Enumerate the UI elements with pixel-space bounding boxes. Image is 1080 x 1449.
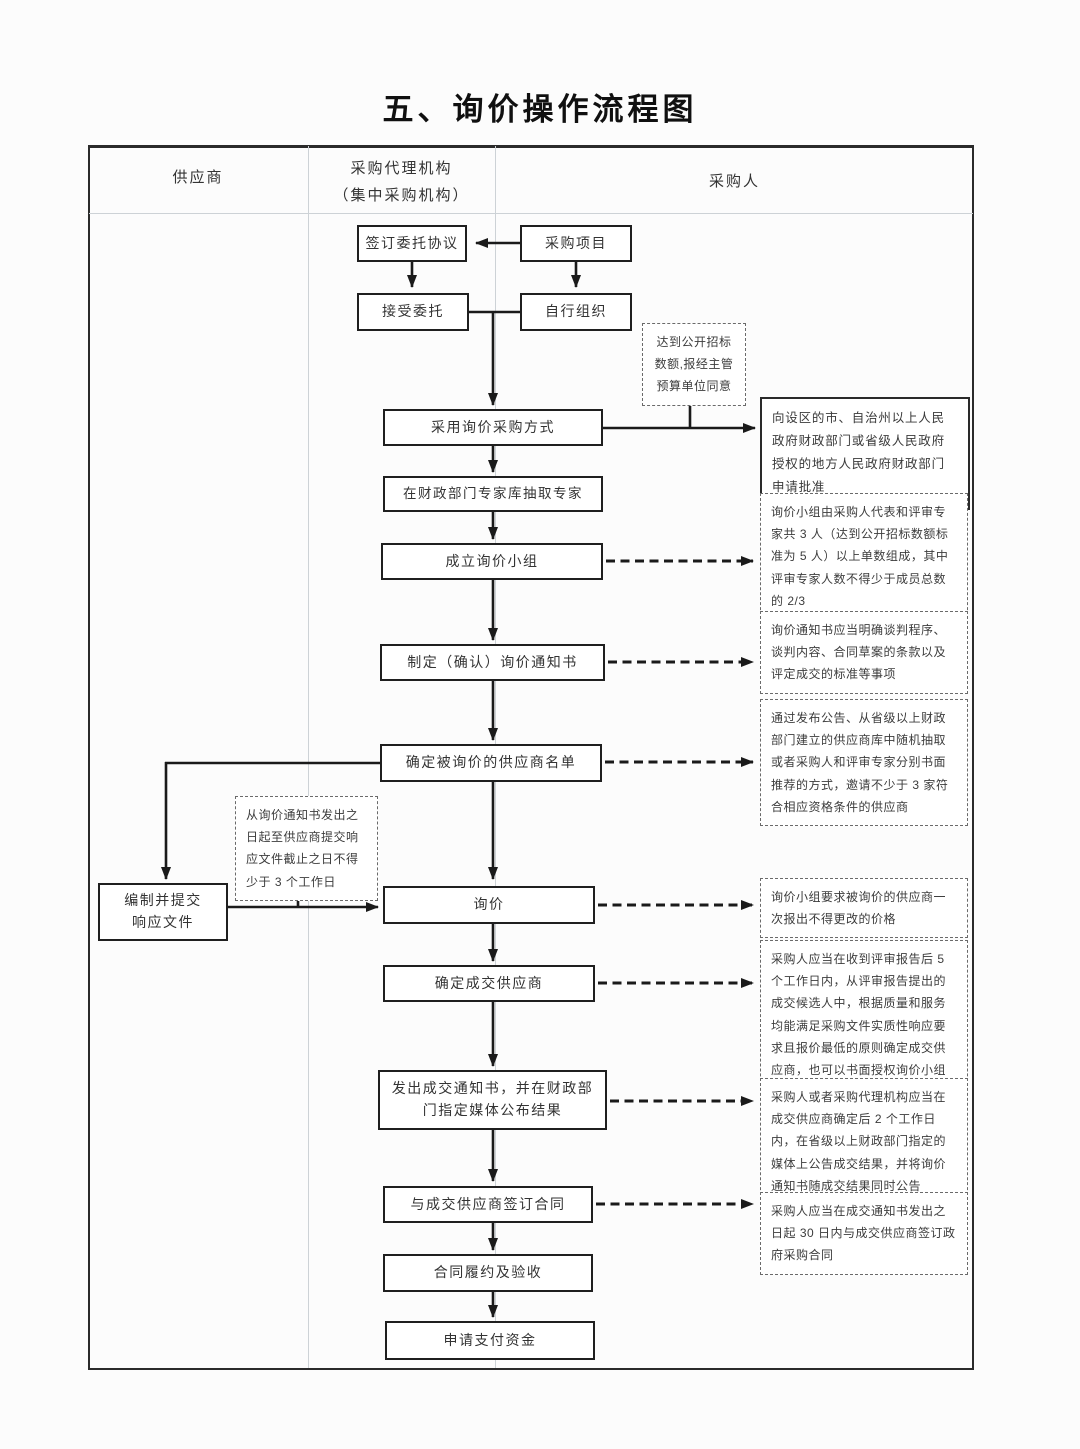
swimlane-frame	[88, 145, 974, 1370]
node-adopt-inquiry-method: 采用询价采购方式	[383, 409, 603, 446]
node-form-inquiry-group: 成立询价小组	[381, 543, 603, 580]
note-announce-rule: 采购人或者采购代理机构应当在成交供应商确定后 2 个工作日内，在省级以上财政部门…	[760, 1078, 968, 1205]
node-accept-entrustment: 接受委托	[357, 293, 469, 331]
node-extract-experts: 在财政部门专家库抽取专家	[383, 476, 603, 512]
node-sign-contract: 与成交供应商签订合同	[383, 1186, 593, 1223]
note-response-deadline: 从询价通知书发出之 日起至供应商提交响 应文件截止之日不得 少于 3 个工作日	[235, 796, 378, 901]
node-determine-deal-supplier: 确定成交供应商	[383, 965, 595, 1002]
node-apply-approval: 向设区的市、自治州以上人民政府财政部门或省级人民政府授权的地方人民政府财政部门申…	[760, 397, 970, 510]
node-procurement-project: 采购项目	[520, 225, 632, 262]
lane-header-agency: 采购代理机构 （集中采购机构）	[333, 160, 470, 204]
lane-header-separator	[89, 213, 973, 214]
node-apply-payment: 申请支付资金	[385, 1321, 595, 1360]
node-prepare-response-docs: 编制并提交 响应文件	[98, 883, 228, 941]
lane-header-purchaser: 采购人	[708, 173, 760, 190]
node-inquiry: 询价	[383, 886, 595, 924]
note-contract-deadline: 采购人应当在成交通知书发出之日起 30 日内与成交供应商签订政府采购合同	[760, 1192, 968, 1275]
lane-divider-left	[308, 146, 309, 1368]
note-one-time-quote: 询价小组要求被询价的供应商一次报出不得更改的价格	[760, 878, 968, 939]
node-determine-supplier-list: 确定被询价的供应商名单	[380, 744, 602, 782]
note-supplier-invitation: 通过发布公告、从省级以上财政部门建立的供应商库中随机抽取或者采购人和评审专家分别…	[760, 699, 968, 826]
note-notice-content: 询价通知书应当明确谈判程序、谈判内容、合同草案的条款以及评定成交的标准等事项	[760, 611, 968, 694]
node-make-inquiry-notice: 制定（确认）询价通知书	[380, 644, 605, 681]
node-sign-agreement: 签订委托协议	[357, 225, 467, 262]
node-issue-deal-notice: 发出成交通知书，并在财政部 门指定媒体公布结果	[378, 1070, 607, 1130]
node-contract-performance: 合同履约及验收	[383, 1254, 593, 1292]
page-title: 五、询价操作流程图	[382, 92, 698, 127]
lane-header-supplier: 供应商	[172, 169, 224, 186]
node-self-organize: 自行组织	[520, 293, 632, 331]
note-reach-threshold: 达到公开招标 数额,报经主管 预算单位同意	[642, 323, 746, 406]
note-group-composition: 询价小组由采购人代表和评审专家共 3 人（达到公开招标数额标准为 5 人）以上单…	[760, 493, 968, 620]
